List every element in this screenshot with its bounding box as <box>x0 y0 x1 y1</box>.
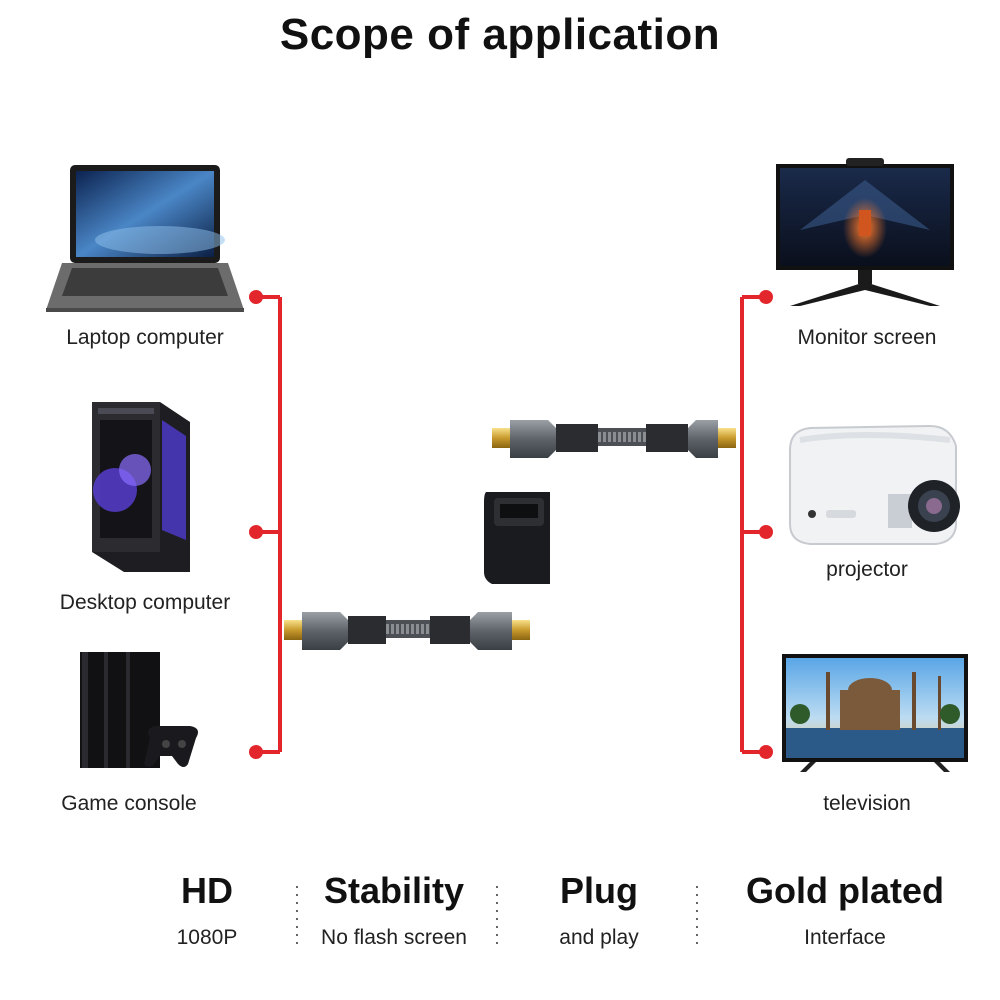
left-device-label-desktop: Desktop computer <box>59 591 231 614</box>
feature-title: HD <box>181 870 233 911</box>
projector-icon <box>789 424 960 545</box>
feature-subtitle: Interface <box>804 926 886 949</box>
feature-subtitle: 1080P <box>176 926 238 949</box>
page-title: Scope of application <box>279 10 721 59</box>
hdmi-cable-upper <box>492 420 736 458</box>
right-device-label-television: television <box>823 792 911 815</box>
right-device-label-monitor: Monitor screen <box>797 326 937 349</box>
feature-hd: HD 1080P <box>107 870 307 950</box>
left-device-label-console: Game console <box>61 792 197 815</box>
left-connector-dots <box>249 290 263 759</box>
left-device-label-laptop: Laptop computer <box>66 326 224 349</box>
laptop-icon <box>46 165 244 312</box>
feature-gold-plated: Gold plated Interface <box>712 870 978 950</box>
right-device-label-projector: projector <box>826 558 908 581</box>
feature-plug: Plug and play <box>499 870 699 950</box>
television-icon <box>782 654 968 772</box>
feature-stability: Stability No flash screen <box>294 870 494 950</box>
feature-title: Gold plated <box>746 870 944 911</box>
feature-subtitle: No flash screen <box>321 926 467 949</box>
game-console-icon <box>80 652 198 768</box>
desktop-tower-icon <box>92 402 190 572</box>
left-connector-lines <box>258 295 282 754</box>
feature-subtitle: and play <box>559 926 639 949</box>
right-connector-dots <box>759 290 773 759</box>
hdmi-cable-lower <box>284 612 530 650</box>
feature-title: Stability <box>323 870 465 911</box>
monitor-icon <box>776 158 954 306</box>
right-connector-lines <box>740 295 764 754</box>
hdmi-female-adapter <box>484 492 550 584</box>
feature-title: Plug <box>560 870 638 911</box>
